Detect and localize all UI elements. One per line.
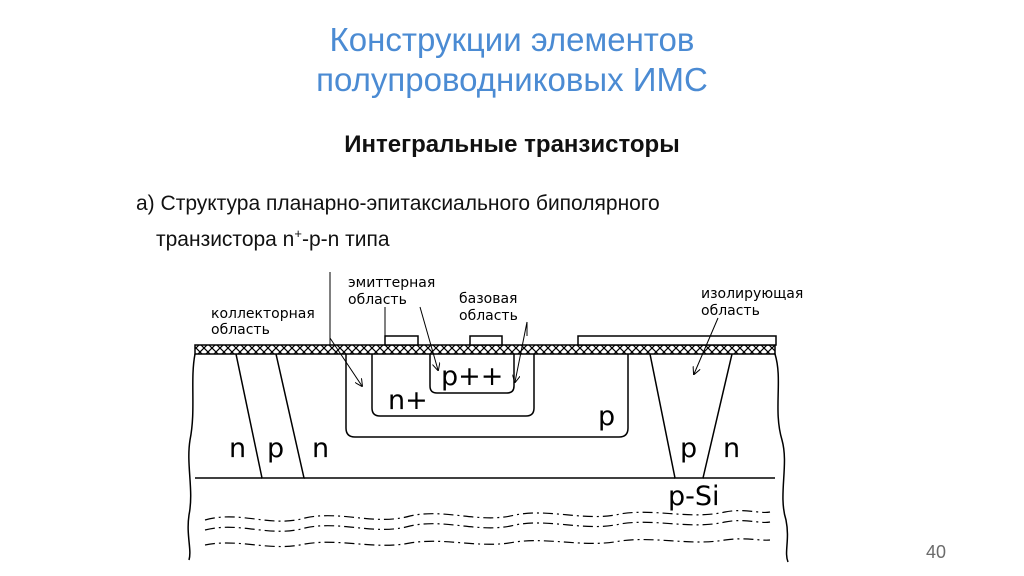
slide-title: Конструкции элементов полупроводниковых … — [0, 20, 1024, 100]
base-contact — [469, 335, 503, 346]
emitter-pointer — [419, 306, 438, 370]
p-plus-plus-region — [429, 354, 515, 394]
label-base-line-2: область — [459, 308, 518, 324]
base-pointer — [515, 321, 528, 382]
label-isolation-line-1: изолирующая — [701, 286, 803, 302]
item-text-prefix: транзистора n — [156, 228, 295, 251]
region-n-collector: n — [312, 433, 329, 464]
slide-subtitle: Интегральные транзисторы — [344, 131, 680, 158]
label-collector-line-1: коллекторная — [211, 306, 315, 322]
list-item-a: а) Структура планарно-эпитаксиального би… — [136, 189, 836, 255]
item-text-suffix: -p-n типа — [301, 228, 390, 251]
collector-pointer — [329, 337, 362, 386]
title-line-1: Конструкции элементов — [329, 21, 695, 58]
region-p-left: p — [267, 433, 284, 464]
label-isolation-line-2: область — [701, 303, 760, 319]
emitter-region — [371, 354, 535, 417]
left-isolation-region — [235, 353, 305, 479]
item-text-line-1: Структура планарно-эпитаксиального бипол… — [160, 192, 660, 215]
region-n-plus: n+ — [388, 385, 428, 416]
label-emitter-line-2: область — [348, 292, 407, 308]
item-marker: а) — [136, 192, 155, 215]
break-line-bottom — [204, 538, 771, 548]
region-p-plus-plus: p++ — [441, 361, 503, 392]
item-text-line-2: транзистора n+-p-n типа — [136, 219, 836, 255]
emitter-contact — [384, 335, 419, 346]
base-region — [345, 354, 629, 438]
label-collector-line-2: область — [211, 322, 270, 338]
label-emitter-line-1: эмиттерная — [348, 275, 435, 291]
item-text-superscript: + — [294, 226, 302, 241]
region-substrate: p-Si — [668, 481, 720, 512]
label-base-line-1: базовая — [459, 291, 517, 307]
right-edge — [774, 353, 789, 563]
left-edge — [187, 353, 196, 561]
region-n-right: n — [723, 433, 740, 464]
right-isolation-region — [649, 353, 733, 479]
region-p-right: p — [680, 433, 697, 464]
region-p-base: p — [598, 401, 615, 432]
page-number: 40 — [926, 542, 947, 562]
region-n-left: n — [229, 433, 246, 464]
break-line-lower — [204, 519, 771, 532]
collector-contact — [577, 335, 777, 346]
break-line-upper — [204, 509, 771, 522]
isolation-pointer — [694, 317, 719, 374]
title-line-2: полупроводниковых ИМС — [316, 61, 708, 98]
oxide-layer — [194, 344, 776, 355]
